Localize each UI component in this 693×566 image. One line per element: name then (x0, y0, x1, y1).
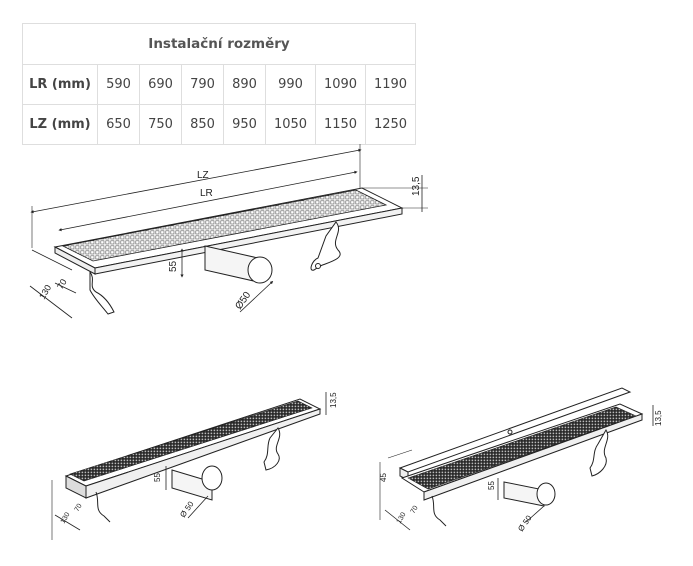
label-lz: LZ (197, 170, 209, 181)
outlet-end (247, 256, 273, 284)
label-height-right: 55 (487, 481, 496, 490)
table-title: Instalační rozměry (22, 23, 416, 65)
table-row-lr: LR (mm) 590 690 790 890 990 1090 1190 (22, 64, 416, 105)
label-dim-a-left: 70 (74, 503, 84, 513)
label-depth-outer-main: 130 (37, 283, 53, 301)
label-flange-right: 13,5 (654, 410, 663, 426)
table-cell: 1150 (315, 104, 366, 145)
table-cell: 750 (139, 104, 182, 145)
mounting-bracket-left (89, 270, 115, 315)
label-dim-b-right: 130 (396, 511, 408, 525)
table-cell: 690 (139, 64, 182, 105)
label-lr: LR (200, 188, 213, 199)
label-dim-a-right: 70 (410, 505, 420, 515)
table-cell: 1250 (365, 104, 416, 145)
grate-dark-right (407, 406, 637, 490)
table-row-lz: LZ (mm) 650 750 850 950 1050 1150 1250 (22, 104, 416, 145)
table-cell: 950 (223, 104, 266, 145)
label-flange-main: 13,5 (411, 176, 422, 196)
label-height-main: 55 (168, 260, 179, 272)
table-cell: 1050 (265, 104, 316, 145)
label-dim-b-left: 130 (60, 511, 72, 525)
label-flange-left: 13,5 (329, 392, 338, 408)
label-height-left: 55 (153, 473, 162, 482)
drain-drawing-left (51, 392, 327, 540)
label-outlet-main: Ø50 (233, 290, 253, 312)
table-cell: 990 (265, 64, 316, 105)
mounting-bracket-right (310, 221, 341, 271)
table-cell: 1190 (365, 64, 416, 105)
row-label-lz: LZ (mm) (22, 104, 98, 145)
label-wall-right: 45 (379, 473, 388, 482)
row-label-lr: LR (mm) (22, 64, 98, 105)
installation-dimensions-table: Instalační rozměry LR (mm) 590 690 790 8… (22, 23, 416, 145)
table-title-row: Instalační rozměry (22, 23, 416, 65)
label-outlet-right: Ø 50 (516, 513, 534, 533)
dim-lr (58, 170, 358, 232)
drain-drawing-right (379, 387, 654, 531)
label-outlet-left: Ø 50 (178, 499, 196, 519)
grate-dark (69, 400, 313, 482)
table-cell: 1090 (315, 64, 366, 105)
label-depth-inner-main: 70 (55, 277, 69, 291)
drain-drawing-main (29, 144, 428, 319)
